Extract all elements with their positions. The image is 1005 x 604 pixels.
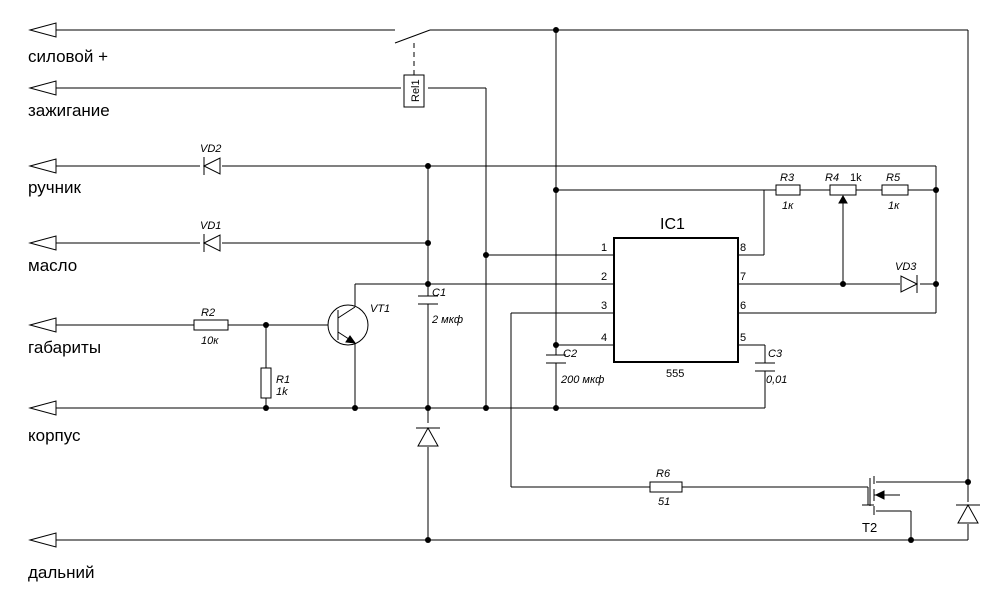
terminal-arrow-ignition (28, 80, 57, 96)
diode-vd2: VD2 (200, 143, 221, 175)
r2-ref: R2 (201, 307, 215, 319)
label-ground: корпус (28, 426, 81, 445)
terminal-arrow-oil (28, 235, 57, 251)
r4-value: 1k (850, 172, 862, 184)
c2-value: 200 мкф (560, 374, 604, 386)
ic1-pin-1: 1 (601, 242, 607, 254)
ic1-ref: IC1 (660, 216, 685, 233)
ic1-pin-7: 7 (740, 271, 746, 283)
wires (56, 29, 969, 541)
terminal-arrow-highbeam (28, 532, 57, 548)
transistor-t2: T2 (862, 476, 900, 535)
diode-highbeam (956, 503, 980, 524)
r1-ref: R1 (276, 374, 290, 386)
terminal-arrow-ground (28, 400, 57, 416)
resistor-r4: R4 1k (825, 172, 862, 204)
diode-ground (416, 426, 440, 447)
resistor-r2: R2 10к (193, 307, 229, 347)
label-ignition: зажигание (28, 101, 110, 120)
diode-vd1: VD1 (200, 220, 221, 252)
terminal-arrow-handbrake (28, 158, 57, 174)
resistor-r6: R6 51 (649, 468, 683, 508)
resistor-r1: R1 1k (260, 367, 290, 399)
r4-ref: R4 (825, 172, 839, 184)
terminal-arrow-power (28, 22, 57, 38)
ic1-pin-8: 8 (740, 242, 746, 254)
label-power-plus: силовой + (28, 47, 108, 66)
ic1-pin-6: 6 (740, 300, 746, 312)
r5-ref: R5 (886, 172, 901, 184)
ic1-chip: IC1 555 1 2 3 4 8 7 6 5 (601, 216, 746, 380)
label-parking-lights: габариты (28, 338, 101, 357)
relay-rel1: Rel1 (403, 43, 425, 108)
ic1-type: 555 (666, 368, 684, 380)
ic1-pin-3: 3 (601, 300, 607, 312)
r5-value: 1к (888, 200, 900, 212)
terminal-arrow-parking (28, 317, 57, 333)
r3-value: 1к (782, 200, 794, 212)
c3-value: 0,01 (766, 374, 787, 386)
capacitor-c3: C3 0,01 (755, 348, 787, 386)
c1-value: 2 мкф (431, 314, 463, 326)
label-high-beam: дальний (28, 563, 95, 582)
vt1-label: VT1 (370, 303, 390, 315)
capacitor-c2: C2 200 мкф (546, 348, 604, 386)
r6-value: 51 (658, 496, 670, 508)
vd2-label: VD2 (200, 143, 221, 155)
diode-vd3: VD3 (895, 261, 919, 293)
label-handbrake: ручник (28, 178, 82, 197)
c1-ref: C1 (432, 287, 446, 299)
r2-value: 10к (201, 335, 219, 347)
ic1-pin-2: 2 (601, 271, 607, 283)
vd3-label: VD3 (895, 261, 917, 273)
capacitor-c1: C1 2 мкф (418, 287, 463, 326)
resistor-r3: R3 1к (775, 172, 801, 212)
r1-value: 1k (276, 386, 288, 398)
ic1-pin-5: 5 (740, 332, 746, 344)
vd1-label: VD1 (200, 220, 221, 232)
resistor-r5: R5 1к (881, 172, 909, 212)
ic1-pin-4: 4 (601, 332, 607, 344)
r3-ref: R3 (780, 172, 795, 184)
c3-ref: C3 (768, 348, 783, 360)
junction-dots (263, 27, 971, 543)
t2-label: T2 (862, 520, 877, 535)
c2-ref: C2 (563, 348, 577, 360)
label-oil: масло (28, 256, 77, 275)
r6-ref: R6 (656, 468, 671, 480)
rel1-label: Rel1 (410, 79, 422, 102)
transistor-vt1: VT1 (327, 303, 390, 346)
